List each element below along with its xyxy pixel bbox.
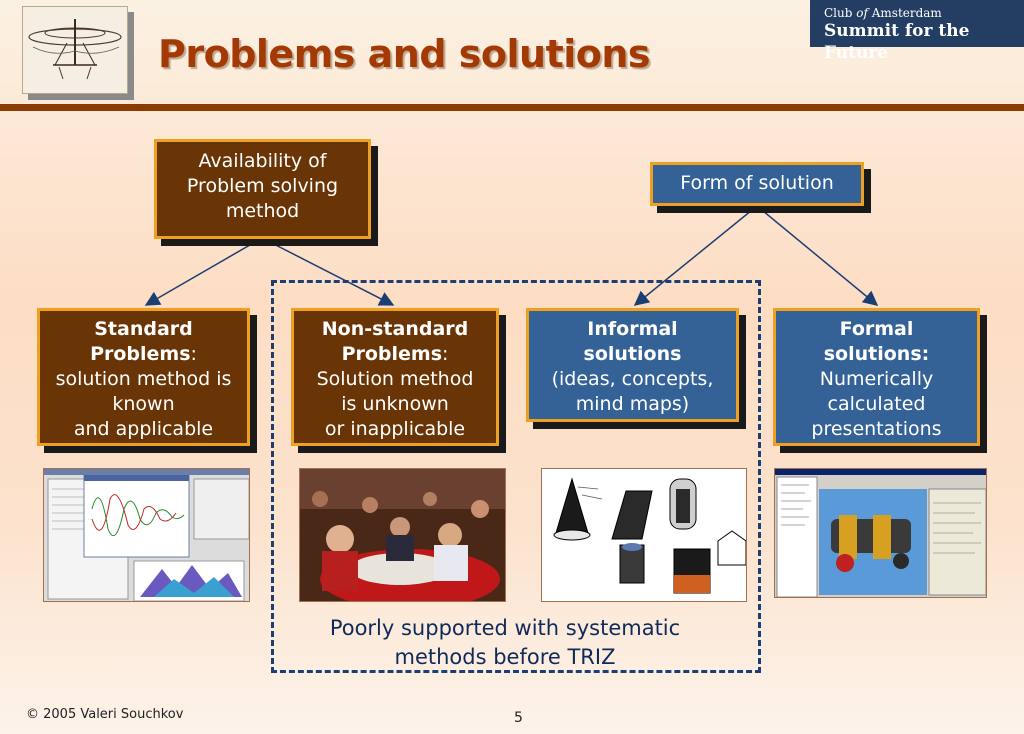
connector-left-standard xyxy=(144,237,263,306)
informal-solutions-box: Informal solutions (ideas, concepts, min… xyxy=(526,308,739,422)
workshop-photo xyxy=(299,468,506,602)
brand-line-1: Club of Amsterdam xyxy=(824,6,942,20)
brand-line-2: Summit for the Future xyxy=(824,21,970,63)
connector-right-formal xyxy=(756,205,879,306)
connector-right-informal xyxy=(633,205,758,306)
brand-logo: Club of Amsterdam Summit for the Future xyxy=(810,0,1024,63)
cad-software-screenshot xyxy=(774,468,987,598)
helicopter-sketch-icon xyxy=(28,19,122,80)
math-software-screenshot xyxy=(43,468,250,602)
nonstandard-problems-box: Non-standard Problems: Solution method i… xyxy=(291,308,499,446)
cad-model-image xyxy=(775,469,986,597)
sketches-image xyxy=(542,469,746,601)
standard-problems-box: Standard Problems: solution method is kn… xyxy=(37,308,250,446)
formal-solutions-box: Formal solutions: Numerically calculated… xyxy=(773,308,980,446)
page-number: 5 xyxy=(514,710,523,726)
people-at-tables-image xyxy=(300,469,505,601)
availability-of-method-box: Availability of Problem solving method xyxy=(154,139,371,239)
connector-left-nonstandard xyxy=(261,237,395,306)
header-divider xyxy=(0,104,1024,111)
helicopter-sketch-logo xyxy=(22,6,128,94)
page-title: Problems and solutions xyxy=(158,32,651,76)
poorly-supported-note: Poorly supported with systematic methods… xyxy=(329,616,681,669)
poorly-supported-region xyxy=(271,280,761,673)
form-of-solution-box: Form of solution xyxy=(650,162,864,206)
concept-sketches xyxy=(541,468,747,602)
math-plot-image xyxy=(44,469,249,601)
copyright: © 2005 Valeri Souchkov xyxy=(26,707,184,722)
